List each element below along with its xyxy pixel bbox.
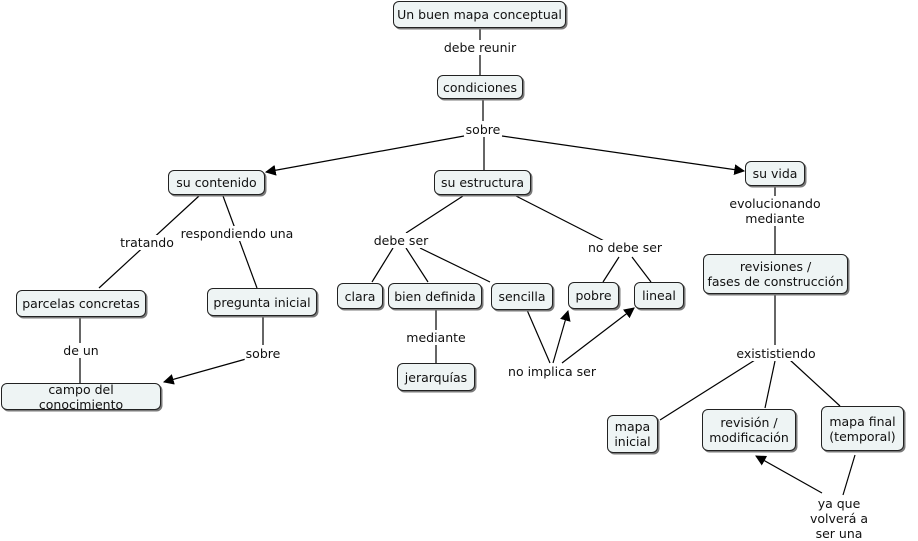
link-existiendo: exististiendo (735, 346, 817, 361)
concept-sencilla[interactable]: sencilla (491, 283, 553, 310)
link-no-debe-ser: no debe ser (586, 240, 664, 255)
concept-lineal[interactable]: lineal (634, 282, 684, 309)
concept-mapa-inicial[interactable]: mapa inicial (607, 415, 658, 453)
link-debe-ser: debe ser (372, 233, 430, 248)
link-respondiendo-una: respondiendo una (179, 226, 295, 241)
concept-su-contenido[interactable]: su contenido (168, 170, 265, 195)
concept-pregunta-inicial[interactable]: pregunta inicial (207, 288, 317, 316)
concept-condiciones[interactable]: condiciones (437, 75, 523, 99)
concept-su-estructura[interactable]: su estructura (434, 170, 531, 195)
concept-pobre[interactable]: pobre (568, 282, 619, 309)
concept-clara[interactable]: clara (337, 283, 383, 309)
concept-bien-definida[interactable]: bien definida (388, 283, 482, 309)
link-mediante: mediante (405, 330, 467, 345)
link-sobre-pregunta: sobre (244, 346, 282, 361)
link-tratando: tratando (119, 235, 175, 250)
concept-mapa-final[interactable]: mapa final (temporal) (821, 406, 904, 451)
concept-map-connectors (79, 28, 856, 496)
link-ya-que-volvera: ya que volverá a ser una (799, 496, 879, 541)
concept-revision-modificacion[interactable]: revisión / modificación (702, 409, 796, 451)
concept-jerarquias[interactable]: jerarquías (397, 363, 475, 391)
link-debe-reunir: debe reunir (442, 40, 518, 55)
link-evolucionando-mediante: evolucionando mediante (728, 196, 822, 226)
link-de-un: de un (62, 343, 100, 358)
concept-su-vida[interactable]: su vida (745, 161, 805, 186)
link-sobre: sobre (464, 122, 502, 137)
concept-revisiones[interactable]: revisiones / fases de construcción (703, 254, 848, 294)
link-no-implica-ser: no implica ser (507, 364, 597, 379)
concept-parcelas-concretas[interactable]: parcelas concretas (16, 290, 146, 317)
concept-root[interactable]: Un buen mapa conceptual (393, 1, 566, 28)
concept-campo-del-conocimiento[interactable]: campo del conocimiento (1, 382, 161, 412)
